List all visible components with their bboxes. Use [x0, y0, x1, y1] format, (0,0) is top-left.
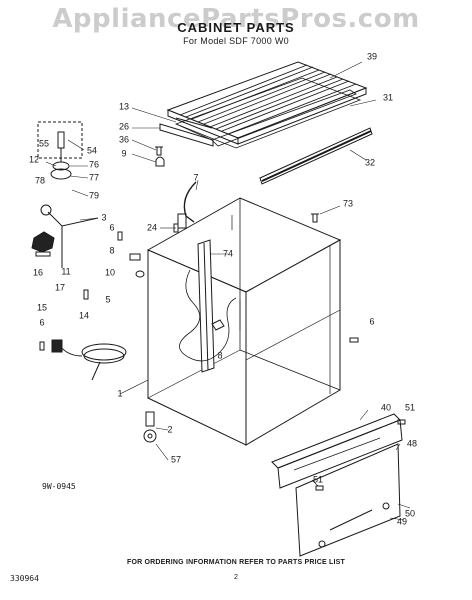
kick-panel — [271, 413, 403, 489]
part-label: 1 — [117, 388, 123, 399]
screw-51-right — [397, 419, 406, 425]
part-label: 36 — [118, 134, 130, 145]
screw-6-right — [349, 337, 359, 343]
part-label: 57 — [170, 454, 182, 465]
part-label: 54 — [86, 145, 98, 156]
part-label: 7 — [193, 172, 199, 183]
part-label: 16 — [32, 267, 44, 278]
part-label: 11 — [61, 266, 71, 277]
part-label: 51 — [312, 474, 324, 485]
part-label: 17 — [54, 282, 66, 293]
part-label: 49 — [396, 516, 408, 527]
trim-strip — [175, 117, 213, 129]
part-label: 32 — [364, 157, 376, 168]
diagram-title: CABINET PARTS — [177, 20, 295, 35]
part-label: 15 — [36, 302, 48, 313]
part-label: 73 — [342, 198, 354, 209]
top-support-frame — [174, 77, 362, 149]
access-panel — [295, 443, 401, 557]
part-label: 6 — [369, 316, 375, 327]
leader-lines — [45, 61, 411, 521]
part-label: 6 — [109, 222, 115, 233]
part-label: 8 — [217, 350, 223, 361]
part-label: 14 — [78, 310, 90, 321]
bracket-8-left — [129, 253, 141, 261]
vertical-brace — [197, 239, 215, 373]
drawing-code: 9W-0945 — [42, 482, 76, 491]
part-label: 77 — [88, 172, 100, 183]
bracket-8 — [211, 319, 225, 331]
page-number: 2 — [234, 574, 238, 581]
part-label: 78 — [34, 175, 46, 186]
part-label: 48 — [406, 438, 418, 449]
clip-9 — [155, 156, 165, 167]
hose-clamp — [177, 213, 187, 229]
part-label: 10 — [104, 267, 116, 278]
control-rod — [40, 204, 99, 262]
part-label: 39 — [366, 51, 378, 62]
part-label: 2 — [167, 424, 173, 435]
detail-box — [37, 121, 83, 159]
screw-36 — [155, 146, 163, 156]
ordering-footer: FOR ORDERING INFORMATION REFER TO PARTS … — [126, 559, 346, 566]
part-label: 74 — [222, 248, 234, 259]
watermark: AppliancePartsPros.com — [52, 4, 420, 34]
part-label: 50 — [404, 508, 416, 519]
part-label: 79 — [88, 190, 100, 201]
cabinet-frame — [146, 197, 342, 446]
part-label: 5 — [105, 294, 111, 305]
part-label: 13 — [118, 101, 130, 112]
part-16 — [31, 231, 55, 253]
wire-harness — [179, 269, 237, 362]
part-label: 24 — [146, 222, 158, 233]
part-label: 76 — [88, 159, 100, 170]
part-17 — [35, 251, 51, 257]
part-label: 6 — [39, 317, 45, 328]
nut-10 — [135, 270, 145, 278]
part-label: 26 — [118, 121, 130, 132]
power-cord — [51, 339, 127, 381]
screw-5 — [83, 289, 89, 300]
top-panel — [166, 61, 368, 145]
switch-assembly — [50, 131, 72, 180]
part-label: 9 — [121, 148, 127, 159]
diagram-subtitle: For Model SDF 7000 W0 — [183, 36, 289, 46]
part-label: 31 — [382, 92, 394, 103]
part-label: 8 — [109, 245, 115, 256]
part-label: 12 — [28, 154, 40, 165]
part-label: 3 — [101, 212, 107, 223]
doc-number: 330964 — [10, 574, 39, 583]
screw-15 — [39, 341, 45, 351]
screw-73 — [311, 213, 319, 223]
screw-51-panel — [315, 485, 324, 491]
leveling-leg — [143, 411, 157, 443]
part-label: 55 — [38, 138, 50, 149]
part-label: 40 — [380, 402, 392, 413]
part-label: 51 — [404, 402, 416, 413]
screw-6 — [117, 231, 123, 241]
